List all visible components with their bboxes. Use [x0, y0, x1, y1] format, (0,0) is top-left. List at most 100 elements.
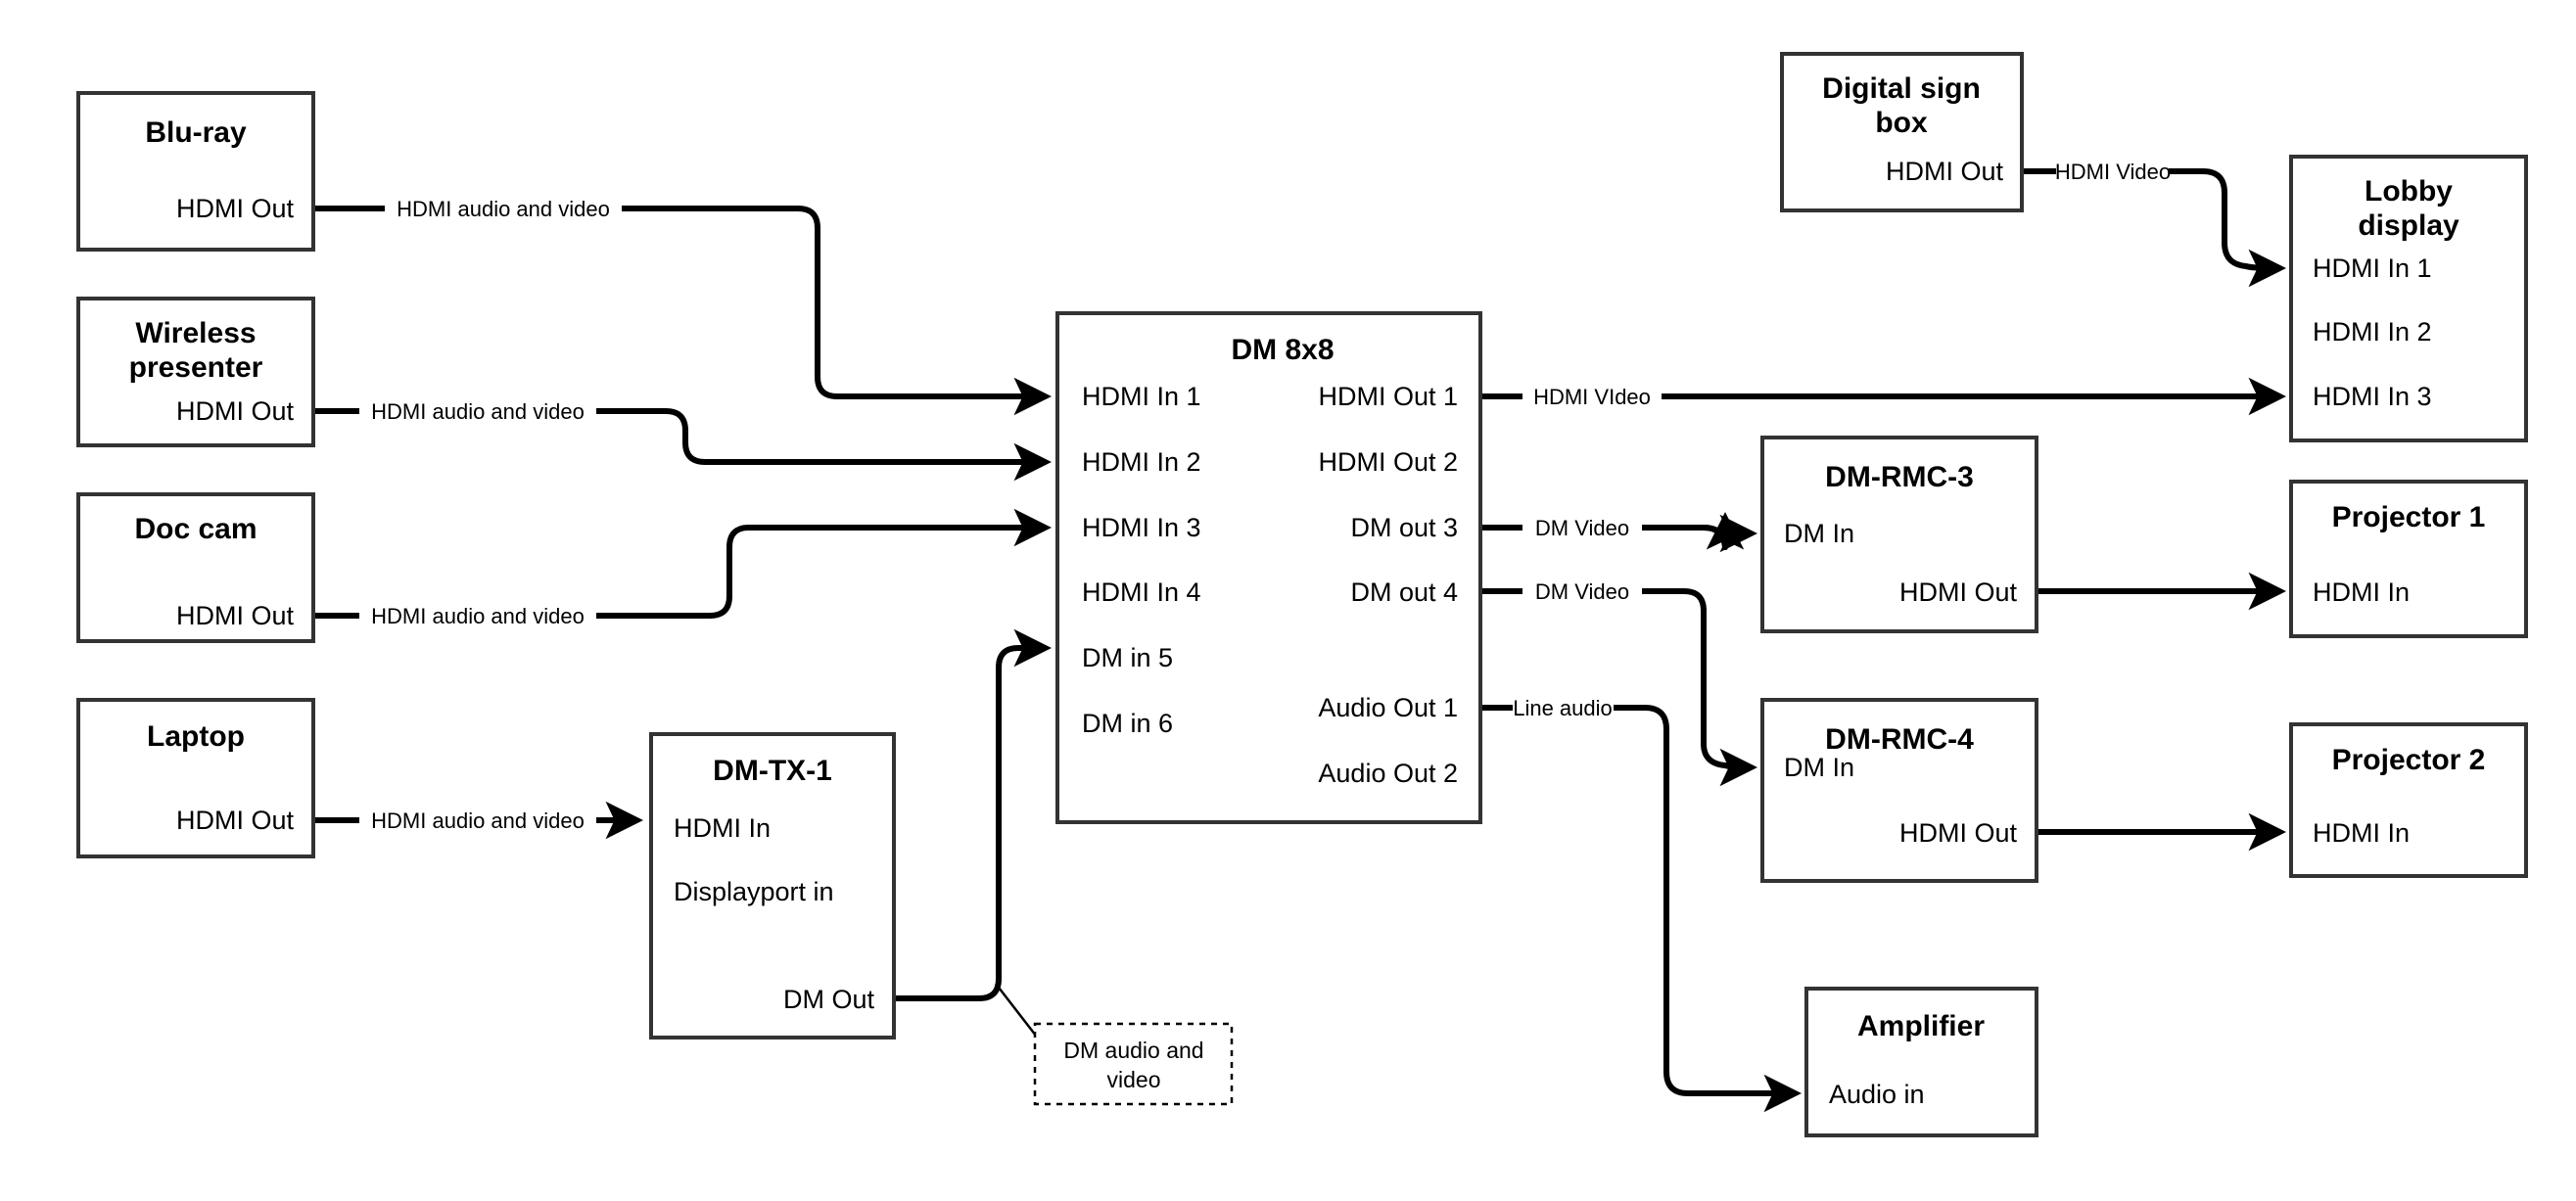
port-hdmi-in-3[interactable]: HDMI In 3 [1082, 513, 1201, 542]
port-dm-in-5[interactable]: DM in 5 [1082, 643, 1173, 672]
node-dm-rmc-3[interactable]: DM-RMC-3 DM In HDMI Out [1760, 436, 2038, 633]
node-dm-8x8[interactable]: DM 8x8 HDMI In 1 HDMI In 2 HDMI In 3 HDM… [1055, 311, 1482, 824]
port-audio-in[interactable]: Audio in [1829, 1080, 1925, 1109]
port-hdmi-out[interactable]: HDMI Out [176, 194, 295, 223]
node-title: Projector 1 [2332, 501, 2486, 533]
node-box[interactable] [76, 91, 315, 252]
node-doc-cam[interactable]: Doc cam HDMI Out [76, 492, 315, 643]
link-bluray-to-dm-in1: HDMI audio and video [313, 197, 1052, 416]
node-projector-2[interactable]: Projector 2 HDMI In [2289, 722, 2528, 878]
link-path [1642, 588, 1757, 787]
node-title-line2: display [2358, 209, 2459, 242]
node-title: Laptop [147, 720, 245, 753]
port-dm-out-3[interactable]: DM out 3 [1350, 513, 1458, 542]
link-label: DM Video [1535, 579, 1629, 604]
node-box[interactable] [76, 698, 315, 858]
port-hdmi-out[interactable]: HDMI Out [176, 806, 295, 835]
node-title: DM 8x8 [1231, 334, 1334, 366]
node-laptop[interactable]: Laptop HDMI Out [76, 698, 315, 858]
link-label: HDMI audio and video [397, 197, 610, 221]
port-audio-out-2[interactable]: Audio Out 2 [1318, 759, 1458, 788]
port-hdmi-in-2[interactable]: HDMI In 2 [2313, 317, 2432, 346]
node-title-line1: Wireless [135, 317, 256, 349]
link-laptop-to-dmtx1: HDMI audio and video [313, 801, 643, 840]
link-dm-out1-to-lobby-in3: HDMI VIdeo [1480, 377, 2286, 416]
port-hdmi-out[interactable]: HDMI Out [176, 601, 295, 630]
link-dm-audio1-to-amplifier: Line audio [1480, 696, 1802, 1113]
node-box[interactable] [76, 492, 315, 643]
node-title: DM-RMC-3 [1825, 461, 1974, 493]
node-box[interactable] [1780, 52, 2024, 212]
port-dm-in[interactable]: DM In [1784, 753, 1854, 782]
node-title: Amplifier [1857, 1010, 1985, 1042]
node-box[interactable] [1760, 698, 2038, 883]
node-projector-1[interactable]: Projector 1 HDMI In [2289, 480, 2528, 638]
port-hdmi-in-3[interactable]: HDMI In 3 [2313, 382, 2432, 411]
link-path [596, 408, 1052, 482]
port-hdmi-in-1[interactable]: HDMI In 1 [2313, 254, 2432, 283]
port-dm-out[interactable]: DM Out [783, 985, 875, 1014]
node-dm-rmc-4[interactable]: DM-RMC-4 DM In HDMI Out [1760, 698, 2038, 883]
link-dm-out3-to-rmc3: DM Video [1480, 512, 1757, 553]
port-hdmi-out[interactable]: HDMI Out [176, 396, 295, 426]
node-box[interactable] [2289, 480, 2528, 638]
node-box[interactable] [1804, 987, 2038, 1137]
link-label: HDMI audio and video [371, 808, 585, 833]
node-title: DM-TX-1 [713, 755, 832, 787]
link-path [596, 508, 1052, 619]
link-dm-out4-to-rmc4: DM Video [1480, 579, 1757, 787]
node-amplifier[interactable]: Amplifier Audio in [1804, 987, 2038, 1137]
node-title-line1: Lobby [2365, 175, 2453, 208]
port-hdmi-in-2[interactable]: HDMI In 2 [1082, 447, 1201, 477]
port-displayport-in[interactable]: Displayport in [674, 877, 834, 906]
node-bluray[interactable]: Blu-ray HDMI Out [76, 91, 315, 252]
node-title-line2: box [1875, 107, 1928, 139]
link-label: HDMI audio and video [371, 604, 585, 628]
port-hdmi-out-2[interactable]: HDMI Out 2 [1318, 447, 1458, 477]
node-title: DM-RMC-4 [1825, 723, 1974, 756]
link-path [894, 628, 1052, 1001]
port-hdmi-in[interactable]: HDMI In [2313, 577, 2410, 607]
port-hdmi-out-1[interactable]: HDMI Out 1 [1318, 382, 1458, 411]
node-box[interactable] [2289, 722, 2528, 878]
link-label: DM Video [1535, 516, 1629, 540]
port-dm-in[interactable]: DM In [1784, 519, 1854, 548]
link-doccam-to-dm-in3: HDMI audio and video [313, 508, 1052, 628]
node-dm-tx-1[interactable]: DM-TX-1 HDMI In Displayport in DM Out [649, 732, 896, 1039]
callout-dm-audio-and-video: DM audio and video [1033, 1022, 1234, 1106]
node-box[interactable] [1055, 311, 1482, 824]
link-path-curve [1642, 514, 1757, 553]
port-hdmi-out[interactable]: HDMI Out [1899, 818, 2018, 848]
link-label: Line audio [1513, 696, 1613, 720]
link-signbox-to-lobby-in1: HDMI Video [2022, 160, 2286, 288]
node-title: Blu-ray [145, 116, 247, 149]
link-label: HDMI audio and video [371, 399, 585, 424]
port-audio-out-1[interactable]: Audio Out 1 [1318, 693, 1458, 722]
callout-box [1033, 1022, 1234, 1106]
port-hdmi-in-4[interactable]: HDMI In 4 [1082, 577, 1201, 607]
node-digital-sign-box[interactable]: Digital sign box HDMI Out [1780, 52, 2024, 212]
link-dmtx1-to-dm-in5 [894, 628, 1054, 1058]
port-dm-in-6[interactable]: DM in 6 [1082, 709, 1173, 738]
node-box[interactable] [2289, 155, 2528, 442]
port-hdmi-out[interactable]: HDMI Out [1899, 577, 2018, 607]
node-title-line2: presenter [129, 351, 263, 384]
link-path [1642, 512, 1745, 550]
port-hdmi-in[interactable]: HDMI In [674, 813, 771, 843]
port-hdmi-in-1[interactable]: HDMI In 1 [1082, 382, 1201, 411]
link-wireless-to-dm-in2: HDMI audio and video [313, 399, 1052, 482]
node-lobby-display[interactable]: Lobby display HDMI In 1 HDMI In 2 HDMI I… [2289, 155, 2528, 442]
node-box[interactable] [649, 732, 896, 1039]
node-box[interactable] [1760, 436, 2038, 633]
link-path [1614, 705, 1802, 1113]
callout-label-line1: DM audio and [1063, 1038, 1203, 1063]
port-hdmi-out[interactable]: HDMI Out [1886, 157, 2004, 186]
node-box[interactable] [76, 297, 315, 447]
callout-label-line2: video [1107, 1067, 1161, 1092]
port-dm-out-4[interactable]: DM out 4 [1350, 577, 1458, 607]
port-hdmi-in[interactable]: HDMI In [2313, 818, 2410, 848]
link-path [2169, 168, 2286, 288]
node-wireless-presenter[interactable]: Wireless presenter HDMI Out [76, 297, 315, 447]
